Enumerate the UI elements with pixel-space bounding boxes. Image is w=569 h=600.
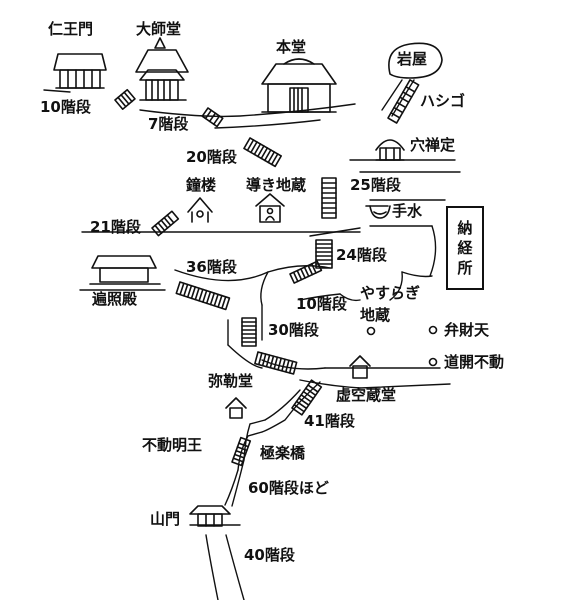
hashigo-label: ハシゴ — [420, 92, 466, 110]
hondo-label: 本堂 — [276, 38, 307, 56]
steps-20-label: 20階段 — [186, 148, 237, 166]
shoro-label: 鐘楼 — [186, 176, 217, 194]
steps-7-label: 7階段 — [148, 115, 189, 133]
steps-60-label: 60階段ほど — [248, 479, 329, 497]
henshoden-building — [89, 255, 161, 285]
steps-41-label: 41階段 — [304, 412, 355, 430]
yasuragi-jizo-marker — [366, 326, 376, 336]
nokyosho-char-1: 納 — [457, 218, 473, 237]
daishido-label: 大師堂 — [136, 20, 182, 38]
shoro-building — [187, 197, 213, 223]
temizu-building — [365, 205, 391, 219]
path-lines — [43, 79, 461, 600]
hondo-building — [261, 58, 337, 113]
fudo-myoo-label: 不動明王 — [142, 436, 203, 454]
stairs — [114, 79, 420, 467]
yasuragi-jizo-label-2: 地蔵 — [360, 306, 391, 324]
dokai-fudo-marker — [428, 357, 438, 367]
henshoden-label: 遍照殿 — [92, 290, 138, 308]
steps-24-label: 24階段 — [336, 246, 387, 264]
steps-10-center-label: 10階段 — [296, 295, 347, 313]
nokyosho-char-3: 所 — [457, 259, 473, 278]
michibiki-jizo-building — [255, 193, 285, 223]
steps-36-label: 36階段 — [186, 258, 237, 276]
benzaiten-marker — [428, 325, 438, 335]
nokyosho-sign: 納 経 所 — [446, 206, 484, 290]
steps-21-label: 21階段 — [90, 218, 141, 236]
gokurakubashi-label: 極楽橋 — [260, 444, 306, 462]
benzaiten-label: 弁財天 — [444, 321, 490, 339]
kokuzodo-label: 虚空蔵堂 — [336, 386, 397, 404]
iwaya-label: 岩屋 — [397, 50, 428, 68]
daishido-building — [135, 37, 189, 101]
dokai-fudo-label: 道開不動 — [444, 353, 505, 371]
sanmon-label: 山門 — [150, 510, 181, 528]
steps-40-label: 40階段 — [244, 546, 295, 564]
michibiki-jizo-label: 導き地蔵 — [246, 176, 307, 194]
steps-25-label: 25階段 — [350, 176, 401, 194]
steps-30-label: 30階段 — [268, 321, 319, 339]
steps-10-niomon-label: 10階段 — [40, 98, 91, 116]
anazenjo-label: 穴禅定 — [410, 136, 456, 154]
anazenjo-building — [375, 139, 405, 161]
temizu-label: 手水 — [392, 202, 423, 220]
niomon-building — [53, 53, 107, 89]
mirokudo-building — [225, 397, 247, 419]
nokyosho-char-2: 経 — [457, 238, 473, 257]
iwaya-cave — [388, 42, 443, 79]
sanmon-building — [189, 505, 231, 527]
niomon-label: 仁王門 — [48, 20, 94, 38]
yasuragi-jizo-label-1: やすらぎ — [360, 284, 421, 302]
mirokudo-label: 弥勒堂 — [208, 372, 254, 390]
kokuzodo-building — [349, 355, 371, 379]
